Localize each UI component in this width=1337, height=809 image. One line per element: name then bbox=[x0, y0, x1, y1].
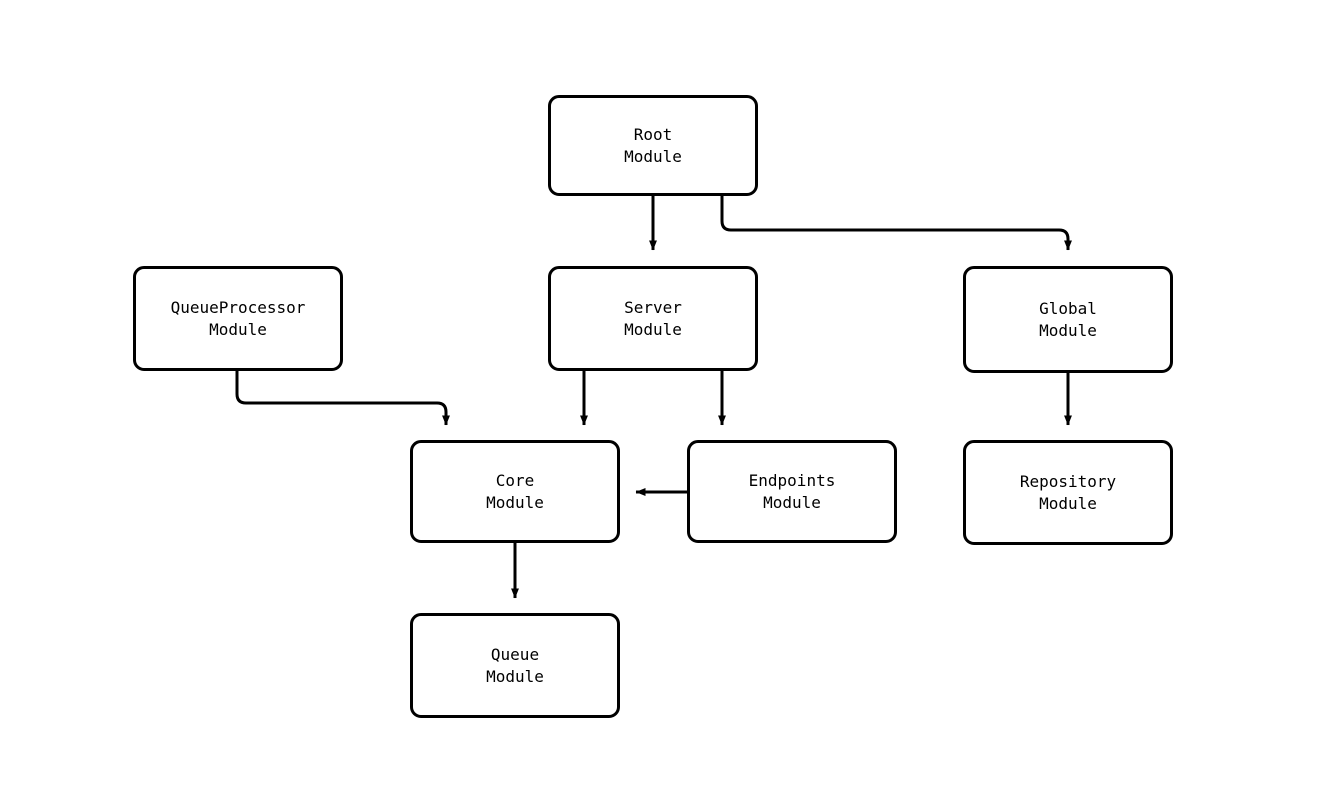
node-label: QueueProcessor Module bbox=[170, 297, 306, 339]
node-root-module[interactable]: Root Module bbox=[548, 95, 758, 196]
node-global-module[interactable]: Global Module bbox=[963, 266, 1173, 373]
node-label: Endpoints Module bbox=[748, 470, 836, 512]
edge-root-global bbox=[720, 196, 1072, 251]
edge-queueprocessor-core bbox=[235, 371, 450, 426]
node-queueprocessor-module[interactable]: QueueProcessor Module bbox=[133, 266, 343, 371]
node-core-module[interactable]: Core Module bbox=[410, 440, 620, 543]
node-label: Server Module bbox=[624, 297, 682, 339]
node-label: Root Module bbox=[624, 124, 682, 166]
node-label: Core Module bbox=[486, 470, 544, 512]
node-label: Queue Module bbox=[486, 644, 544, 686]
node-label: Global Module bbox=[1039, 298, 1097, 340]
node-label: Repository Module bbox=[1019, 471, 1117, 513]
node-server-module[interactable]: Server Module bbox=[548, 266, 758, 371]
node-queue-module[interactable]: Queue Module bbox=[410, 613, 620, 718]
node-repository-module[interactable]: Repository Module bbox=[963, 440, 1173, 545]
node-endpoints-module[interactable]: Endpoints Module bbox=[687, 440, 897, 543]
